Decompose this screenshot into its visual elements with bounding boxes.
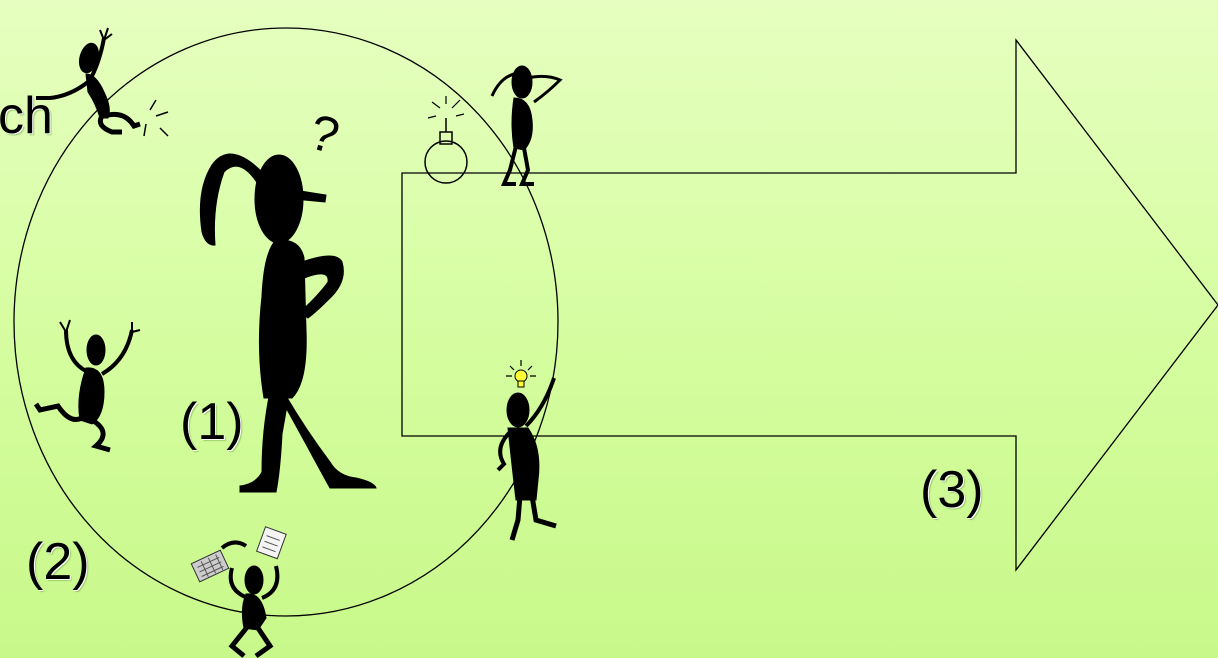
- question-mark: ?: [304, 103, 345, 164]
- running-man-figure: [36, 27, 169, 137]
- thinking-man-figure: [199, 153, 377, 493]
- partial-word: ch: [0, 87, 53, 145]
- label-step-1: (1): [180, 393, 244, 451]
- bomb-man-figure: [490, 65, 563, 186]
- label-step-2: (2): [26, 533, 90, 591]
- keyboard-icon: [190, 549, 230, 583]
- bomb-icon: [424, 96, 468, 184]
- papers-icon: [255, 526, 287, 560]
- juggling-man-figure: [228, 565, 280, 658]
- idea-man-figure: [496, 377, 557, 541]
- phone-icon: [220, 540, 248, 550]
- label-step-3: (3): [920, 461, 984, 519]
- thinking-circle: [13, 27, 559, 617]
- lightbulb-icon: [506, 360, 536, 388]
- dancing-man-figure: [33, 319, 141, 453]
